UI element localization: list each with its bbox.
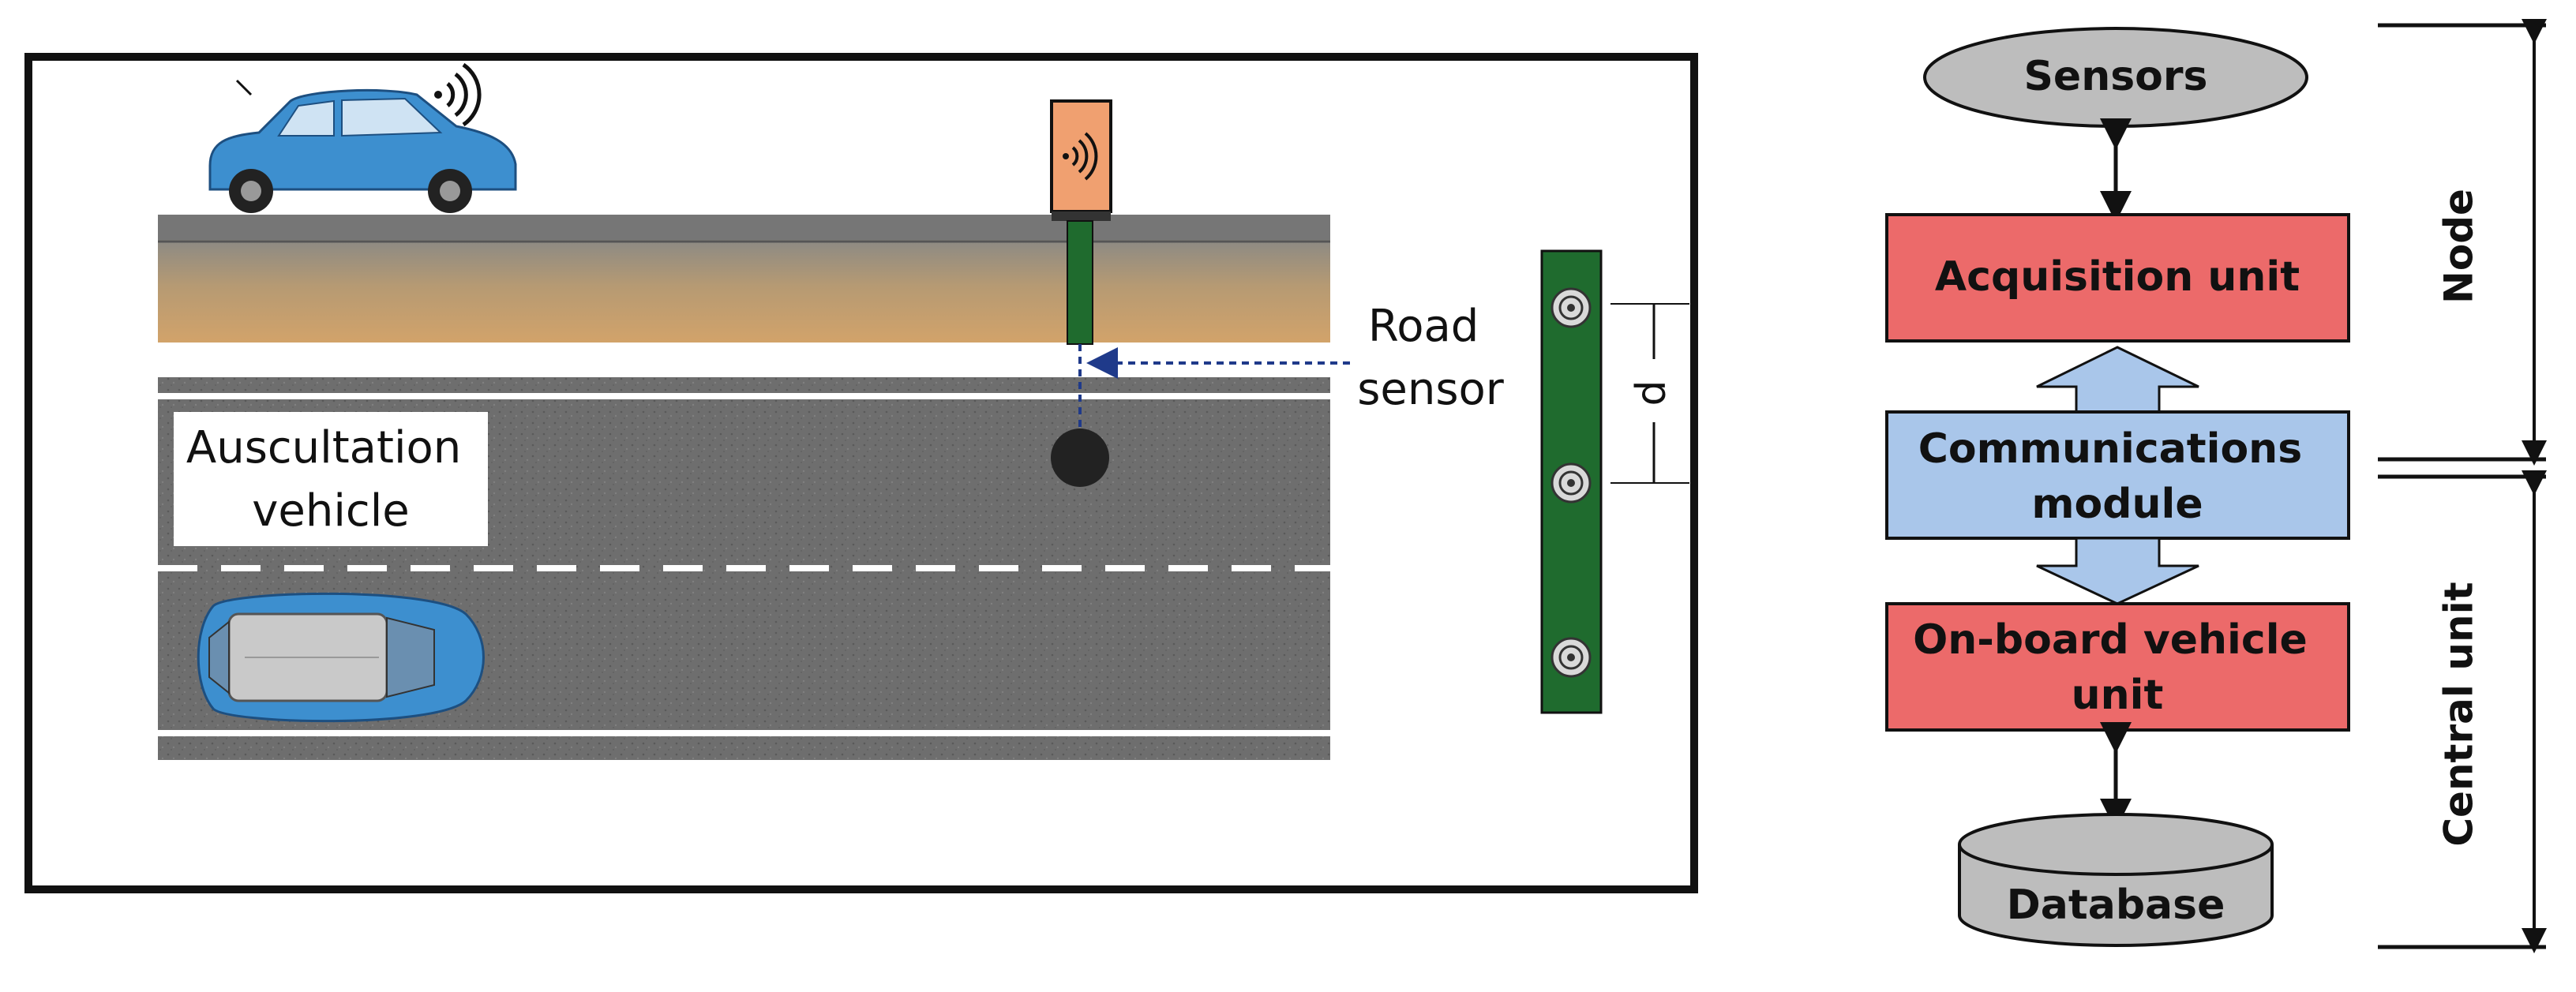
central-unit-label: Central unit <box>2436 582 2482 846</box>
strip-sensor <box>1550 462 1592 503</box>
strip-sensor <box>1550 287 1592 328</box>
road-sensor-device <box>1050 99 1112 487</box>
central-unit-bracket: Central unit <box>2378 470 2547 953</box>
database-label: Database <box>2007 882 2225 929</box>
onboard-label: On-board vehicle unit <box>1913 616 2322 719</box>
onboard-vehicle-unit <box>1885 602 2350 732</box>
spacing-dimension: d <box>1610 303 1689 484</box>
database-node: Database <box>1958 813 2274 947</box>
spacing-label: d <box>1628 380 1675 406</box>
node-bracket: Node <box>2378 19 2547 466</box>
side-view-car <box>208 79 517 213</box>
wifi-icon <box>434 62 482 127</box>
node-label: Node <box>2436 189 2482 304</box>
comms-onboard-arrow <box>2036 537 2199 605</box>
acquisition-unit <box>1885 213 2350 343</box>
architecture-diagram: Sensors Acquisition unit Communications … <box>1885 19 2547 953</box>
vehicle-label-box <box>174 412 488 546</box>
road-cross-section <box>158 215 1330 343</box>
communications-label: Communications module <box>1918 425 2317 528</box>
road-sensor-label: Road sensor <box>1357 301 1505 415</box>
sensor-strip <box>1540 249 1603 714</box>
vehicle-label: Auscultation vehicle <box>186 422 475 537</box>
sensor-box <box>1050 99 1112 213</box>
acquisition-label: Acquisition unit <box>1935 253 2300 301</box>
road-scene: Road sensor <box>24 53 1698 893</box>
sensor-pole <box>1067 220 1093 345</box>
embedded-sensor <box>1051 429 1109 487</box>
communications-module <box>1885 410 2350 540</box>
acquisition-comms-arrow <box>2036 346 2199 416</box>
top-view-car <box>197 592 485 723</box>
wifi-icon <box>1063 132 1098 181</box>
sensors-label: Sensors <box>2023 53 2207 100</box>
strip-sensor <box>1550 637 1592 678</box>
